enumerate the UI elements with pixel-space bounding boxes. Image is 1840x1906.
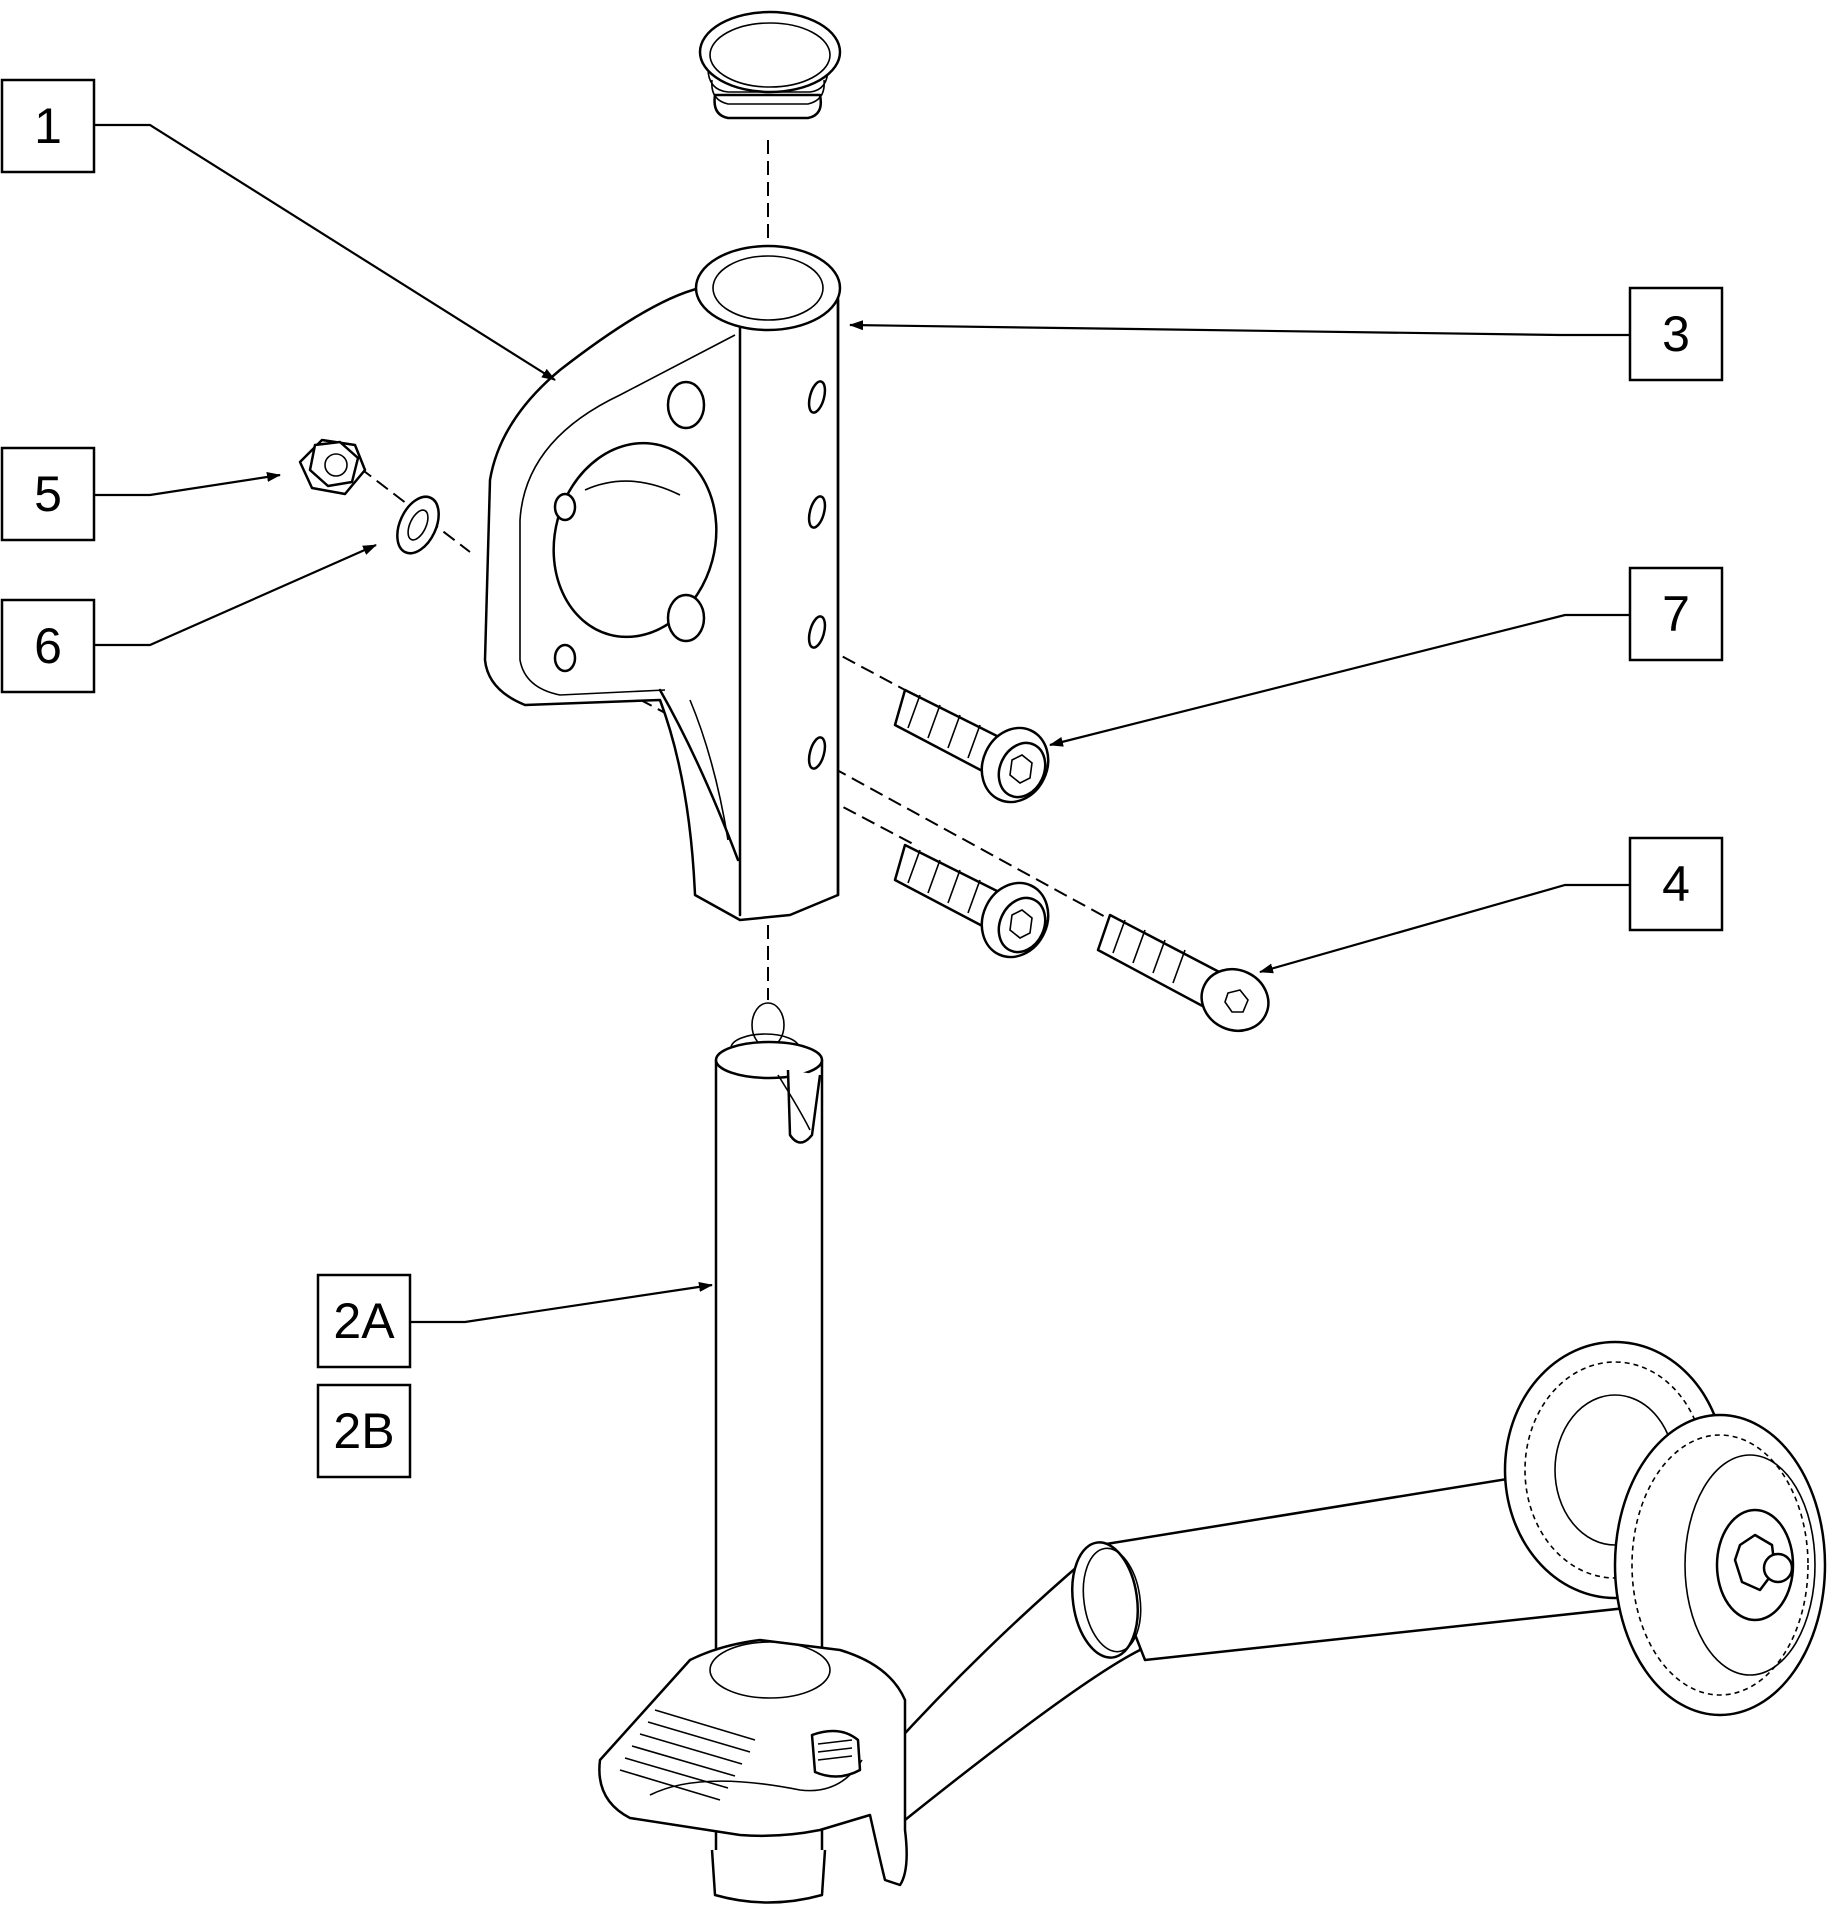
button-head-screw: [1096, 913, 1270, 1033]
callout-2b-label: 2B: [333, 1403, 394, 1459]
socket-cap-screw-upper: [893, 688, 1050, 804]
callout-7: 7: [1628, 566, 1724, 662]
callout-3-label: 3: [1662, 306, 1690, 362]
callout-4: 4: [1628, 836, 1724, 932]
callout-4-label: 4: [1662, 856, 1690, 912]
callout-2b: 2B: [316, 1383, 412, 1479]
callout-7-label: 7: [1662, 586, 1690, 642]
callout-5-label: 5: [34, 466, 62, 522]
end-cap-plug: [698, 10, 842, 120]
washer: [396, 495, 440, 555]
callout-1-label: 1: [34, 98, 62, 154]
mounting-bracket: [483, 244, 842, 922]
callout-2a-label: 2A: [333, 1293, 395, 1349]
socket-cap-screw-lower: [893, 843, 1050, 959]
anti-tip-fork-assembly: [598, 1340, 1827, 1904]
callout-2a: 2A: [316, 1273, 412, 1369]
leader-lines: [95, 123, 1630, 1324]
callout-6: 6: [0, 598, 96, 694]
hex-nut: [298, 438, 367, 496]
callout-1: 1: [0, 78, 96, 174]
callout-3: 3: [1628, 286, 1724, 382]
callout-6-label: 6: [34, 618, 62, 674]
callout-5: 5: [0, 446, 96, 542]
